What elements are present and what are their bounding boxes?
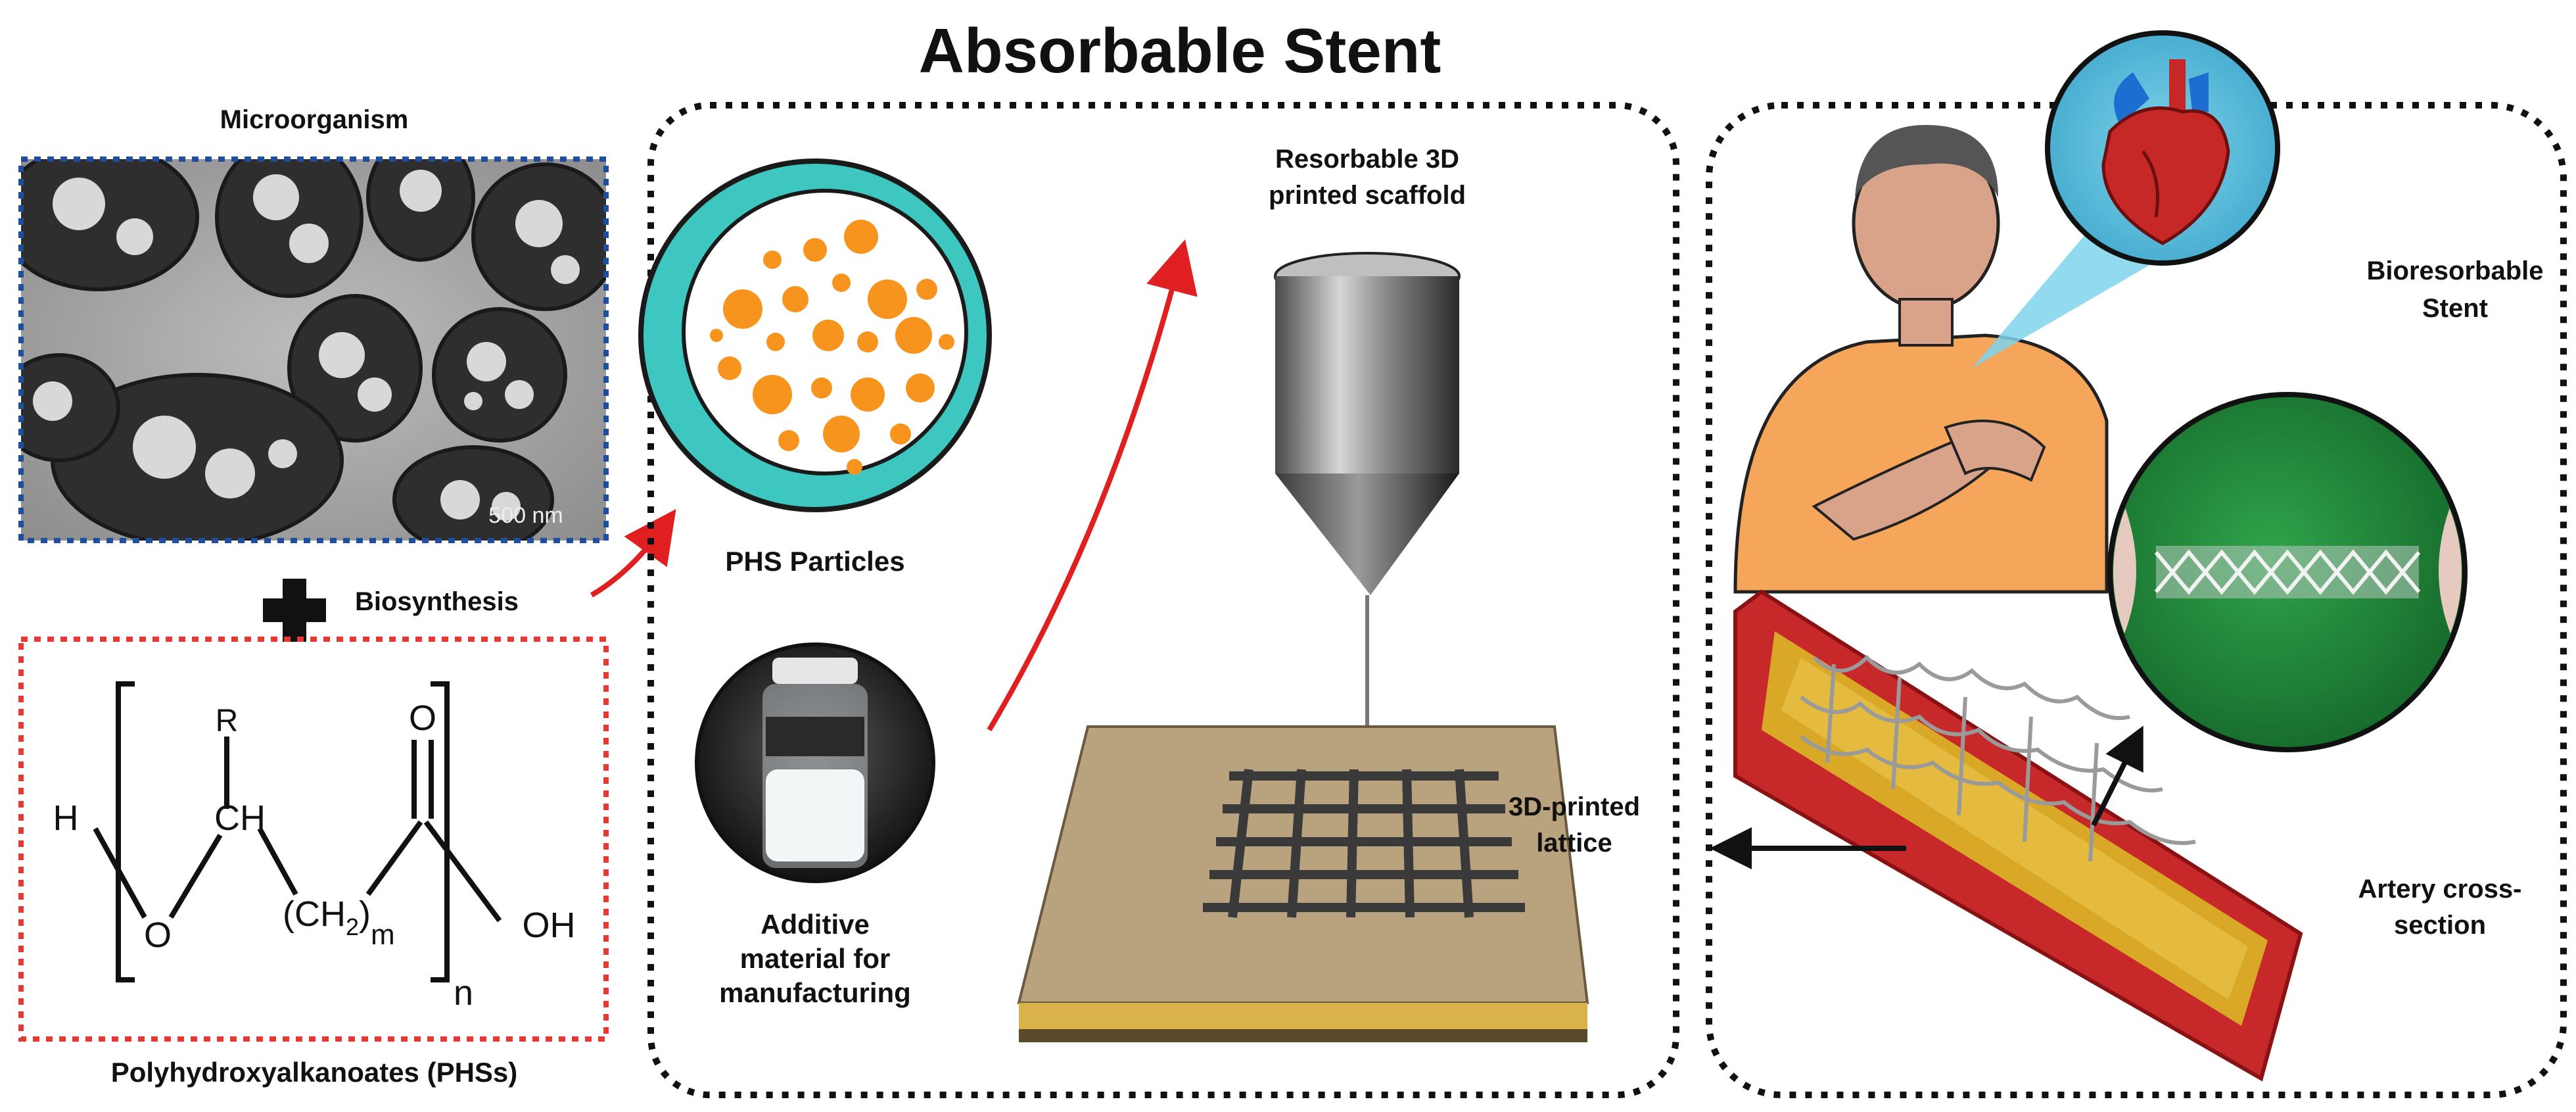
formula-o: O [144,915,172,955]
svg-text:section: section [2394,911,2486,940]
scale-bar: 500 nm [488,503,563,528]
microorganism-label: Microorganism [220,105,409,134]
printer-nozzle [1274,252,1461,776]
scaffold-label: Resorbable 3D printed scaffold [1269,145,1466,210]
formula-carbonyl-o: O [409,698,436,738]
printed-lattice [1017,725,1589,1042]
svg-text:Stent: Stent [2422,294,2488,323]
svg-text:3D-printed: 3D-printed [1509,792,1640,821]
biosynthesis-label: Biosynthesis [355,587,519,616]
microorganism-image: 500 nm [18,157,609,543]
svg-text:Resorbable 3D: Resorbable 3D [1275,145,1459,174]
artery-cross-section [1733,589,2303,1082]
heart-callout [1972,30,2280,368]
polymer-label: Polyhydroxyalkanoates (PHSs) [111,1057,518,1088]
phs-particles-label: PHS Particles [725,546,904,577]
svg-text:Additive: Additive [761,909,870,940]
svg-text:manufacturing: manufacturing [719,977,911,1008]
pha-formula: R H CH O O (CH2)m OH n [18,637,609,1042]
svg-text:Bioresorbable: Bioresorbable [2367,256,2544,285]
additive-material-image [695,642,935,883]
artery-to-stent-arrow [2091,725,2143,827]
svg-text:Artery cross-: Artery cross- [2358,875,2521,904]
page-title: Absorbable Stent [919,16,1441,86]
manufacturing-panel [647,102,1679,1098]
additive-to-scaffold-arrow [987,239,1198,732]
biosynthesis-arrow [590,508,676,598]
formula-h: H [53,798,79,838]
artery-label: Artery cross- section [2358,875,2521,940]
formula-ch2: (CH2)m [283,894,395,951]
formula-n: n [454,973,473,1013]
formula-ch: CH [214,798,266,838]
bioresorbable-stent-label: Bioresorbable Stent [2367,256,2544,323]
additive-label: Additive material for manufacturing [719,909,911,1008]
svg-text:lattice: lattice [1536,829,1612,858]
formula-r: R [216,704,239,738]
plus-icon [263,579,326,642]
patient-figure [1733,125,2109,594]
svg-text:material for: material for [740,943,891,974]
stent-closeup [2107,392,2468,752]
phs-particles-image [638,158,992,512]
lattice-label: 3D-printed lattice [1509,792,1640,858]
formula-oh: OH [523,906,576,945]
svg-text:printed scaffold: printed scaffold [1269,181,1466,210]
